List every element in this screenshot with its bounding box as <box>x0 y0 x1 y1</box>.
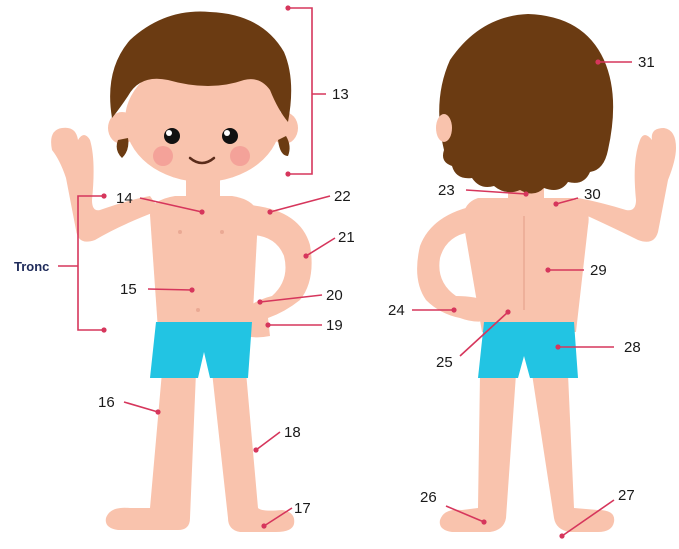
dot-16 <box>155 409 160 414</box>
dot-27 <box>559 533 564 538</box>
back-hair <box>439 14 613 194</box>
label-20: 20 <box>326 287 343 304</box>
dot-20 <box>257 299 262 304</box>
label-30: 30 <box>584 186 601 203</box>
front-right-eye <box>222 128 238 144</box>
label-16: 16 <box>98 394 115 411</box>
dot-15 <box>189 287 194 292</box>
dot-30 <box>553 201 558 206</box>
front-nipple-right <box>220 230 224 234</box>
label-19: 19 <box>326 317 343 334</box>
dot-18 <box>253 447 258 452</box>
leader-16 <box>124 402 158 412</box>
leader-18 <box>256 432 280 450</box>
label-17: 17 <box>294 500 311 517</box>
label-14: 14 <box>116 190 133 207</box>
label-25: 25 <box>436 354 453 371</box>
label-13: 13 <box>332 86 349 103</box>
front-nipple-left <box>178 230 182 234</box>
dot-23 <box>523 191 528 196</box>
label-24: 24 <box>388 302 405 319</box>
back-left-ear <box>436 114 452 142</box>
label-22: 22 <box>334 188 351 205</box>
dot-26 <box>481 519 486 524</box>
dot-24 <box>451 307 456 312</box>
label-28: 28 <box>624 339 641 356</box>
front-hair-sideburn-left <box>117 138 129 158</box>
label-tronc: Tronc <box>14 259 49 274</box>
front-navel <box>196 308 200 312</box>
label-15: 15 <box>120 281 137 298</box>
front-right-leg <box>212 372 294 532</box>
label-27: 27 <box>618 487 635 504</box>
label-26: 26 <box>420 489 437 506</box>
dot-19 <box>265 322 270 327</box>
leader-21 <box>306 238 335 256</box>
dot-29 <box>545 267 550 272</box>
label-18: 18 <box>284 424 301 441</box>
front-shorts <box>150 322 252 378</box>
dot-31 <box>595 59 600 64</box>
dot-17 <box>261 523 266 528</box>
label-29: 29 <box>590 262 607 279</box>
front-right-eye-shine <box>224 130 230 136</box>
dot-tronc-top <box>101 193 106 198</box>
back-shorts <box>478 322 578 378</box>
dot-tronc-bottom <box>101 327 106 332</box>
front-left-eye-shine <box>166 130 172 136</box>
dot-14 <box>199 209 204 214</box>
front-left-cheek <box>153 146 173 166</box>
label-23: 23 <box>438 182 455 199</box>
dot-25 <box>505 309 510 314</box>
front-left-leg <box>106 372 196 530</box>
dot-28 <box>555 344 560 349</box>
front-left-eye <box>164 128 180 144</box>
leader-15 <box>148 289 192 290</box>
dot-22 <box>267 209 272 214</box>
front-figure <box>51 12 312 532</box>
front-right-cheek <box>230 146 250 166</box>
label-21: 21 <box>338 229 355 246</box>
dot-13-top <box>285 5 290 10</box>
front-torso <box>150 196 258 330</box>
label-31: 31 <box>638 54 655 71</box>
leader-22 <box>270 196 330 212</box>
dot-13-bottom <box>285 171 290 176</box>
dot-21 <box>303 253 308 258</box>
leader-13-bracket <box>288 8 326 174</box>
back-figure <box>417 14 676 532</box>
